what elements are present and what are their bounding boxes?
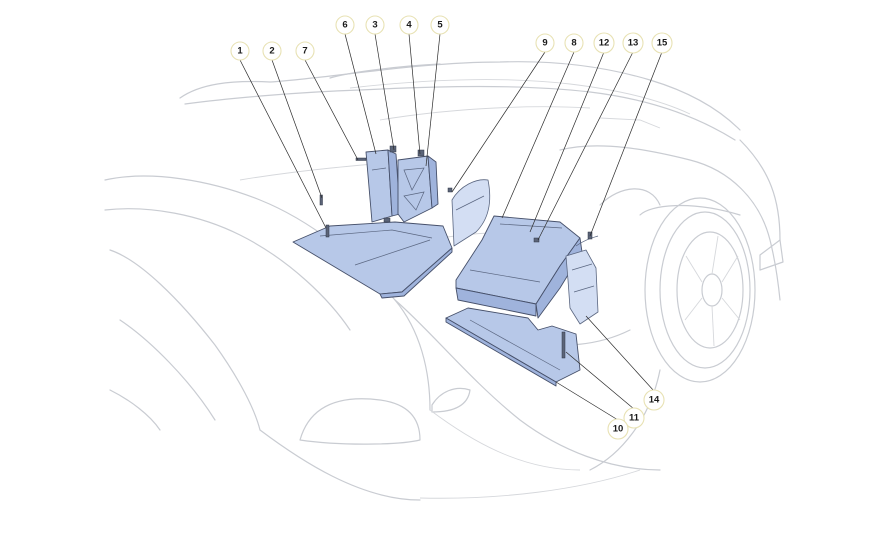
leader-lines [239, 33, 663, 421]
svg-text:14: 14 [649, 395, 660, 406]
callout-2: 2 [262, 41, 282, 61]
svg-text:3: 3 [372, 20, 377, 31]
side-shield [447, 179, 491, 247]
callout-7: 7 [295, 41, 315, 61]
svg-text:12: 12 [599, 38, 610, 49]
callout-6: 6 [335, 15, 355, 35]
callout-11: 11 [623, 407, 645, 429]
callout-13: 13 [622, 32, 644, 54]
box-cover [455, 215, 583, 319]
svg-text:1: 1 [237, 46, 243, 57]
bracket-assembly [355, 145, 439, 223]
callout-12: 12 [593, 32, 615, 54]
svg-text:11: 11 [629, 413, 640, 424]
svg-text:6: 6 [342, 20, 347, 31]
rear-wheel [639, 197, 756, 383]
callout-14: 14 [643, 389, 665, 411]
callouts: 1 2 7 6 3 4 5 9 [230, 15, 673, 440]
callout-10: 10 [607, 418, 629, 440]
callout-5: 5 [430, 15, 450, 35]
svg-text:9: 9 [542, 38, 547, 49]
svg-text:5: 5 [437, 20, 443, 31]
svg-text:8: 8 [571, 38, 576, 49]
callout-8: 8 [564, 33, 584, 53]
callout-1: 1 [230, 41, 250, 61]
svg-text:10: 10 [613, 424, 624, 435]
parts [292, 145, 599, 387]
floor-panel-left [292, 221, 453, 299]
svg-text:4: 4 [406, 20, 412, 31]
svg-text:7: 7 [302, 46, 307, 57]
callout-3: 3 [365, 15, 385, 35]
svg-text:13: 13 [628, 38, 639, 49]
callout-15: 15 [651, 32, 673, 54]
svg-text:15: 15 [657, 38, 668, 49]
callout-4: 4 [399, 15, 419, 35]
callout-9: 9 [535, 33, 555, 53]
floor-panel-right [445, 307, 581, 387]
svg-text:2: 2 [269, 46, 274, 57]
car-outline [104, 61, 784, 501]
